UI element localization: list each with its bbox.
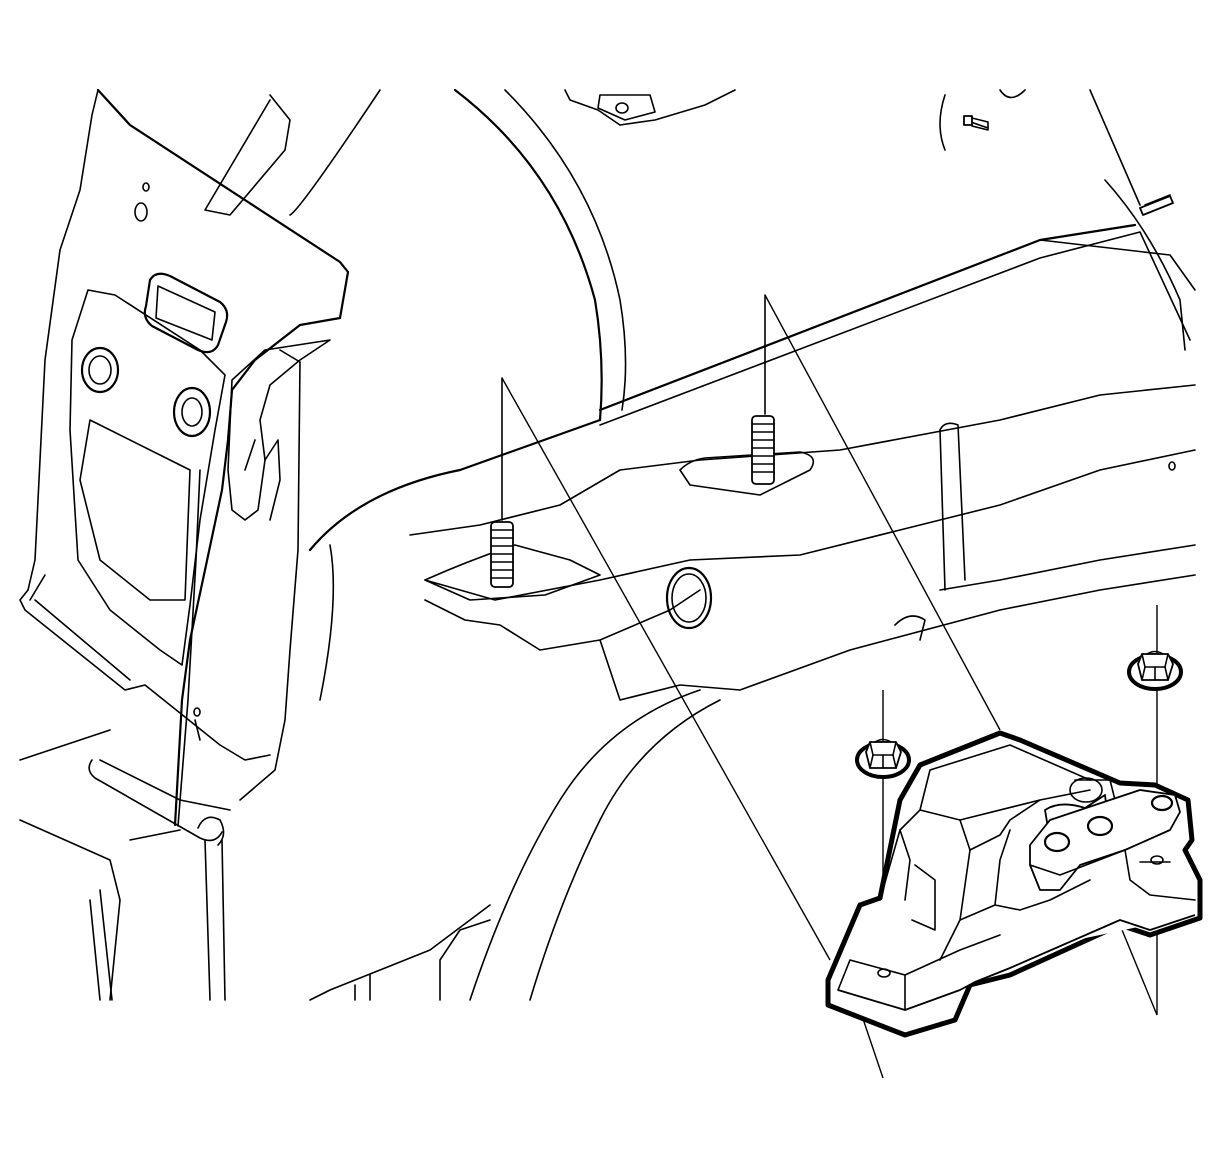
mount-nut-right (1127, 650, 1183, 691)
mount-stud-left (490, 377, 514, 588)
frame-rail (308, 179, 1196, 1001)
mount-nut-left (855, 738, 911, 779)
transmission-mount (825, 730, 1203, 1038)
body-panel (19, 88, 350, 1001)
mount-stud-right (751, 294, 775, 485)
wheelhouse (204, 88, 1174, 422)
